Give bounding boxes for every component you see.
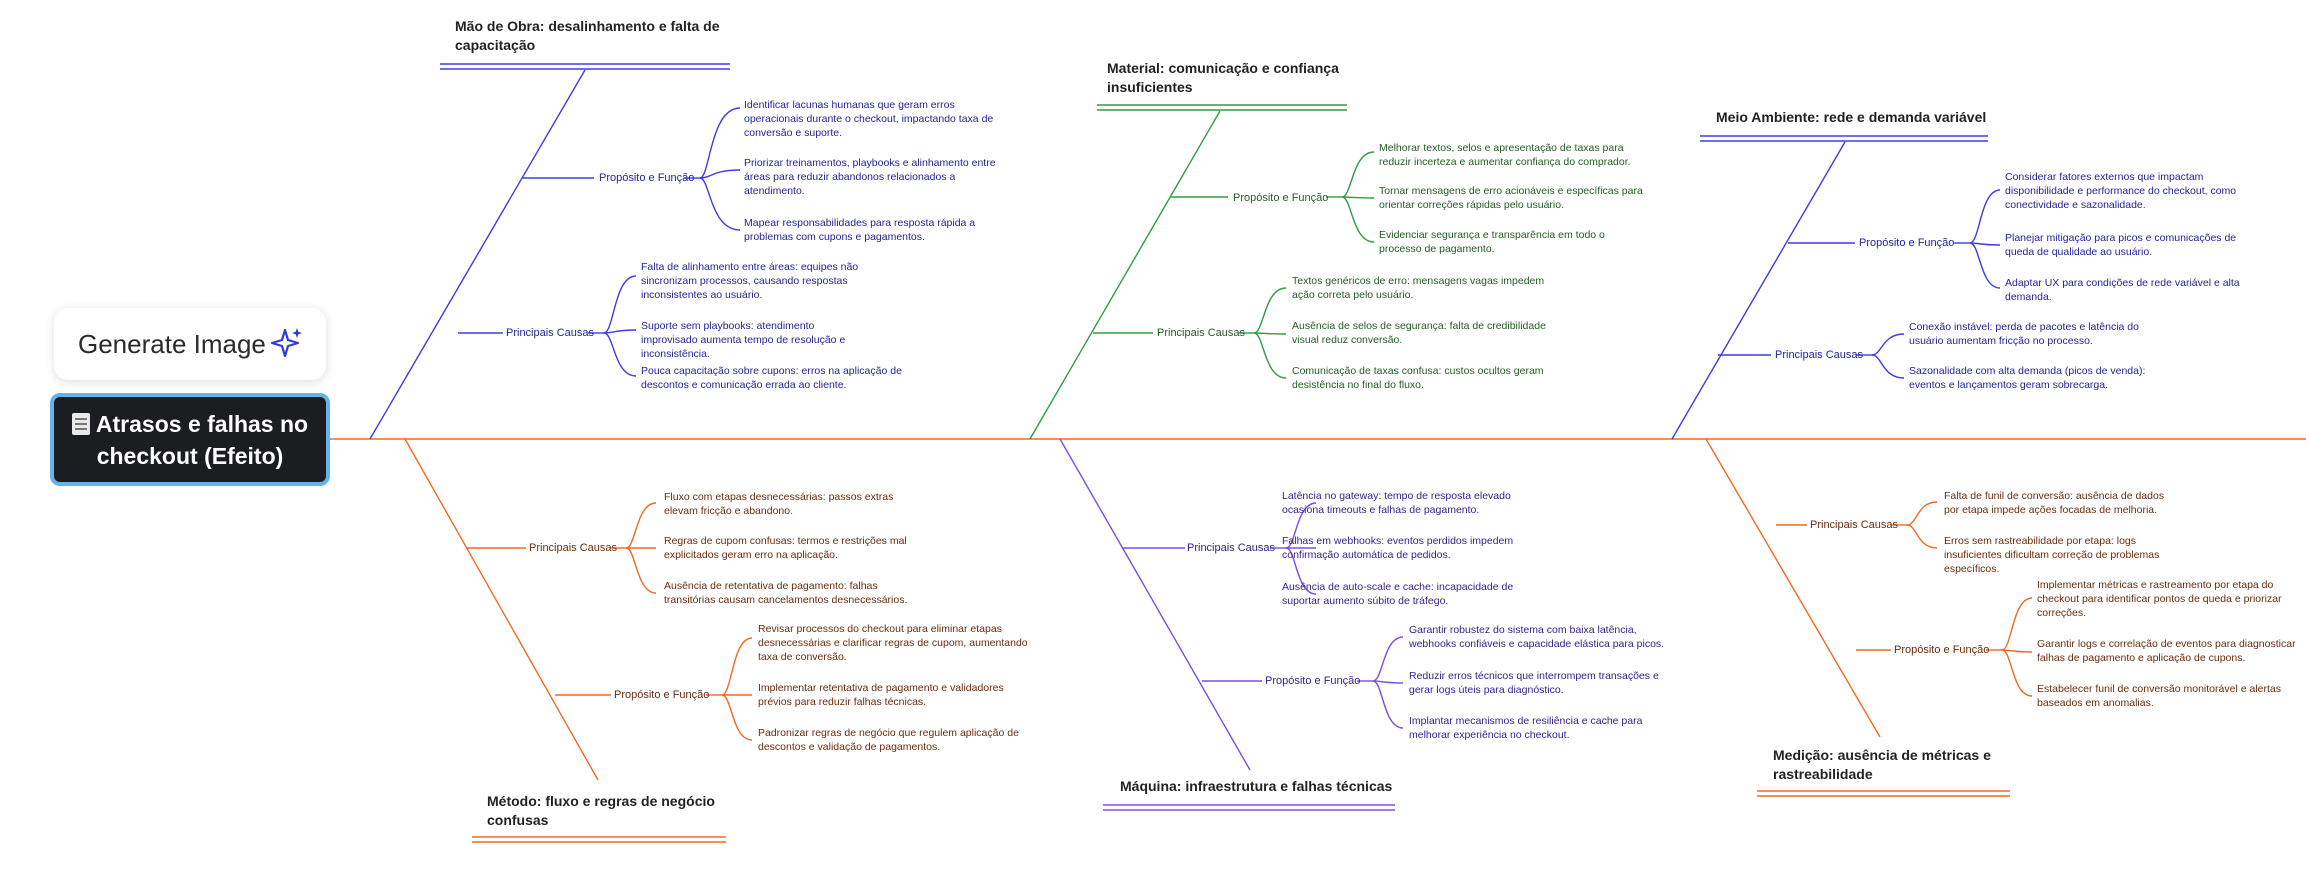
bone-mao-de-obra [369,63,741,440]
list-item: Implantar mecanismos de resiliência e ca… [1409,715,1643,741]
list-item: Fluxo com etapas desnecessárias: passos … [664,491,894,517]
list-item: Ausência de selos de segurança: falta de… [1292,320,1546,346]
list-item: Identificar lacunas humanas que geram er… [744,99,994,139]
list-item: Garantir robustez do sistema com baixa l… [1409,624,1665,650]
category-title-medicao: Medição: ausência de métricas e rastreab… [1773,747,1991,782]
list-item: Reduzir erros técnicos que interrompem t… [1409,670,1659,696]
bone-material [1029,104,1375,440]
list-item: Revisar processos do checkout para elimi… [758,623,1028,663]
category-title-mao-de-obra: Mão de Obra: desalinhamento e falta de c… [455,18,720,53]
section-label-proposito: Propósito e Função [599,172,695,184]
bone-meio-ambiente [1671,135,2001,440]
list-item: Conexão instável: perda de pacotes e lat… [1909,321,2139,347]
list-item: Comunicação de taxas confusa: custos ocu… [1292,365,1544,391]
list-item: Implementar métricas e rastreamento por … [2037,579,2282,619]
section-label-proposito: Propósito e Função [614,689,710,701]
effect-label: Atrasos e falhas no checkout (Efeito) [95,410,309,469]
bone-metodo [404,438,753,843]
list-item: Ausência de auto-scale e cache: incapaci… [1282,581,1514,607]
category-title-metodo: Método: fluxo e regras de negócio confus… [487,793,715,828]
generate-image-button[interactable]: Generate Image [54,308,326,380]
list-item: Ausência de retentativa de pagamento: fa… [664,580,908,606]
list-item: Tornar mensagens de erro acionáveis e es… [1379,185,1643,211]
section-label-proposito: Propósito e Função [1265,675,1361,687]
sparkle-icon [270,327,304,368]
bone-medicao [1705,438,2033,797]
section-label-proposito: Propósito e Função [1233,192,1329,204]
category-title-meio-ambiente: Meio Ambiente: rede e demanda variável [1716,109,1987,125]
section-label-causas: Principais Causas [529,542,618,554]
section-label-causas: Principais Causas [1187,542,1276,554]
list-item: Garantir logs e correlação de eventos pa… [2037,638,2296,664]
list-item: Padronizar regras de negócio que regulem… [758,727,1019,753]
bone-maquina [1059,438,1404,811]
section-label-proposito: Propósito e Função [1894,644,1990,656]
document-icon [71,412,90,435]
list-item: Melhorar textos, selos e apresentação de… [1379,142,1631,168]
generate-image-label: Generate Image [78,328,266,359]
list-item: Evidenciar segurança e transparência em … [1379,229,1605,255]
list-item: Suporte sem playbooks: atendimento impro… [641,320,846,360]
section-label-proposito: Propósito e Função [1859,237,1955,249]
list-item: Planejar mitigação para picos e comunica… [2005,232,2237,258]
category-title-maquina: Máquina: infraestrutura e falhas técnica… [1120,778,1393,794]
list-item: Latência no gateway: tempo de resposta e… [1282,490,1511,516]
list-item: Sazonalidade com alta demanda (picos de … [1909,365,2146,391]
list-item: Adaptar UX para condições de rede variáv… [2005,277,2240,303]
list-item: Priorizar treinamentos, playbooks e alin… [744,157,996,197]
list-item: Textos genéricos de erro: mensagens vaga… [1292,275,1545,301]
section-label-causas: Principais Causas [1775,349,1864,361]
effect-box[interactable]: Atrasos e falhas no checkout (Efeito) [50,393,330,486]
list-item: Falta de alinhamento entre áreas: equipe… [641,261,859,301]
list-item: Falta de funil de conversão: ausência de… [1944,490,2165,516]
list-item: Regras de cupom confusas: termos e restr… [664,535,907,561]
list-item: Erros sem rastreabilidade por etapa: log… [1944,535,2160,575]
list-item: Estabelecer funil de conversão monitoráv… [2037,683,2281,709]
section-label-causas: Principais Causas [1810,519,1899,531]
list-item: Pouca capacitação sobre cupons: erros na… [641,365,902,391]
category-title-material: Material: comunicação e confiança insufi… [1107,60,1339,95]
section-label-causas: Principais Causas [1157,327,1246,339]
list-item: Implementar retentativa de pagamento e v… [758,682,1004,708]
list-item: Mapear responsabilidades para resposta r… [744,217,976,243]
list-item: Falhas em webhooks: eventos perdidos imp… [1282,535,1514,561]
section-label-causas: Principais Causas [506,327,595,339]
list-item: Considerar fatores externos que impactam… [2005,171,2237,211]
